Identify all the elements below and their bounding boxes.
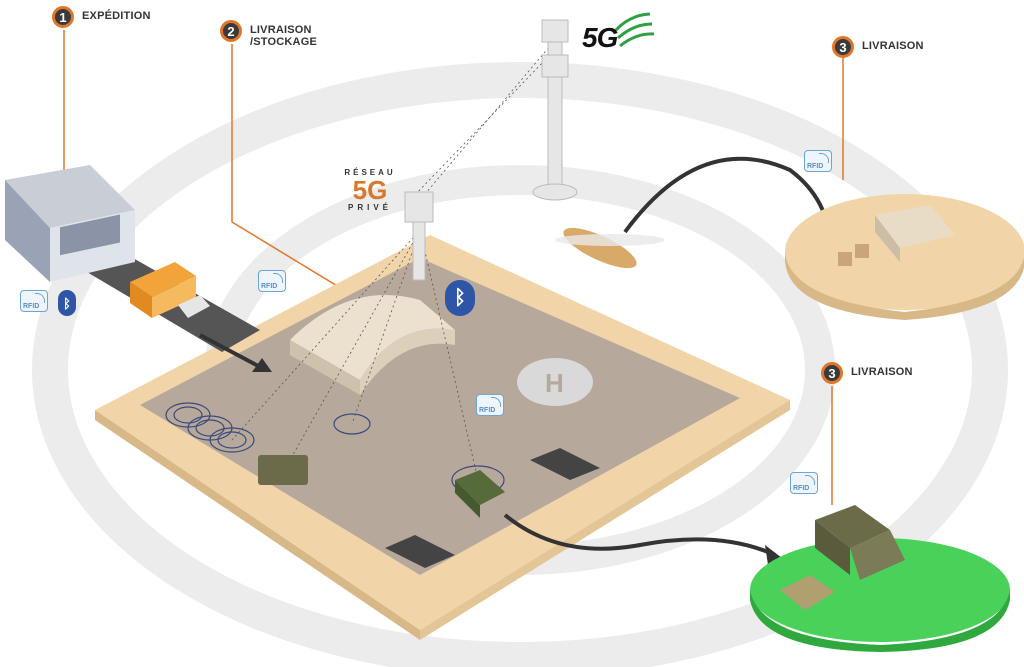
rfid-icon: RFID — [258, 270, 286, 292]
step-3b-badge: 3 — [821, 362, 843, 384]
rfid-icon: RFID — [20, 290, 48, 312]
sensor-rings — [165, 402, 505, 495]
step-3a-badge: 3 — [832, 36, 854, 58]
step-2-label: LIVRAISON /STOCKAGE — [250, 20, 317, 48]
orange-truck — [130, 262, 210, 318]
step-3a-label: LIVRAISON — [862, 40, 924, 52]
leader-lines — [63, 30, 844, 505]
base-platform — [95, 235, 790, 640]
private-5g-top: RÉSEAU — [344, 168, 396, 177]
helicopter — [555, 227, 665, 269]
step-2-badge: 2 — [220, 20, 242, 42]
rfid-icon: RFID — [804, 150, 832, 172]
delivery-zone-green — [750, 505, 1010, 652]
5g-tower-main — [532, 19, 578, 201]
warehouse — [5, 165, 135, 282]
step-2-label-line1: LIVRAISON — [250, 24, 312, 36]
helipad: H — [517, 358, 593, 406]
step-1: 1 EXPÉDITION — [52, 6, 151, 28]
step-1-badge: 1 — [52, 6, 74, 28]
step-2-label-line2: /STOCKAGE — [250, 36, 317, 48]
step-2: 2 LIVRAISON /STOCKAGE — [220, 20, 317, 48]
step-3b: 3 LIVRAISON — [821, 362, 913, 384]
5g-tower-private — [404, 191, 434, 281]
rfid-icon: RFID — [790, 472, 818, 494]
step-3a: 3 LIVRAISON — [832, 36, 924, 58]
rfid-icon: RFID — [476, 394, 504, 416]
delivery-zone-sand — [785, 194, 1024, 320]
private-5g-mid: 5G — [352, 175, 388, 205]
step-1-label: EXPÉDITION — [82, 10, 151, 22]
step-3b-label: LIVRAISON — [851, 366, 913, 378]
5g-signal-arcs — [614, 12, 655, 48]
helipad-letter: H — [545, 368, 564, 398]
solar-panels — [385, 448, 600, 568]
hangar — [290, 295, 455, 395]
public-5g-label: 5G — [582, 22, 618, 53]
bluetooth-icon: ᛒ — [445, 280, 475, 316]
private-5g-network-label: RÉSEAU 5G PRIVÉ — [340, 168, 400, 212]
bluetooth-icon: ᛒ — [58, 290, 76, 316]
military-truck — [455, 470, 505, 518]
network-links — [231, 39, 556, 481]
private-5g-bottom: PRIVÉ — [347, 203, 392, 212]
soldier-squad — [258, 455, 308, 485]
